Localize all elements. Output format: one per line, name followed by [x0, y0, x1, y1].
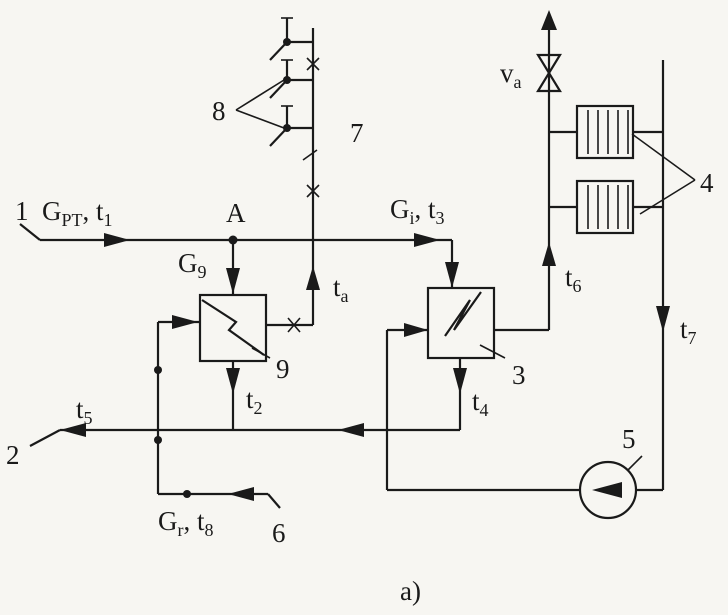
label-t4: t4 — [472, 386, 489, 420]
label-3: 3 — [512, 360, 526, 390]
label-t2: t2 — [246, 384, 263, 418]
flow-arrow — [226, 268, 240, 294]
flow-arrow — [445, 262, 459, 288]
radiators-4 — [549, 104, 696, 235]
flow-arrow — [404, 323, 428, 337]
flow-arrow — [60, 423, 86, 437]
flow-arrow — [226, 368, 240, 394]
flow-arrow — [592, 482, 622, 498]
flow-arrow — [542, 242, 556, 266]
ta-line — [266, 28, 320, 333]
label-4: 4 — [700, 168, 714, 198]
label-va: va — [500, 58, 522, 92]
return-line — [29, 423, 460, 447]
flow-arrow — [306, 266, 320, 290]
flow-arrow — [228, 487, 254, 501]
label-gi-t3: Gi, t3 — [390, 194, 445, 228]
flow-arrow — [453, 368, 467, 394]
label-6: 6 — [272, 518, 286, 548]
label-node-a: A — [226, 198, 246, 228]
label-t6: t6 — [565, 262, 582, 296]
heat-exchanger-3 — [426, 286, 506, 360]
vent-valve — [536, 53, 562, 76]
flow-arrow — [656, 306, 670, 332]
t4-line — [453, 358, 467, 430]
cold-water-line — [154, 315, 281, 509]
label-9: 9 — [276, 354, 290, 384]
label-5: 5 — [622, 424, 636, 454]
flow-arrow — [172, 315, 198, 329]
label-1: 1 — [15, 196, 29, 226]
label-t5: t5 — [76, 394, 93, 428]
heat-exchanger-9 — [198, 293, 271, 363]
t2-line — [226, 361, 240, 430]
label-ta: ta — [333, 272, 349, 306]
label-gr-t8: Gr, t8 — [158, 506, 214, 540]
caption: a) — [400, 576, 421, 606]
water-taps-8 — [235, 17, 313, 147]
label-g-pt: GPT, t1 — [42, 196, 113, 230]
flow-arrow — [541, 10, 557, 30]
t7-return-loop — [385, 60, 670, 520]
label-t7: t7 — [680, 314, 697, 348]
label-7: 7 — [350, 118, 364, 148]
label-8: 8 — [212, 96, 226, 126]
flow-arrow — [104, 233, 130, 247]
flow-arrow — [414, 233, 440, 247]
g9-branch — [226, 240, 240, 295]
label-2: 2 — [6, 440, 20, 470]
supply-line — [19, 223, 459, 288]
flow-arrow — [338, 423, 364, 437]
label-g9: G9 — [178, 248, 207, 282]
t6-line — [494, 10, 562, 332]
